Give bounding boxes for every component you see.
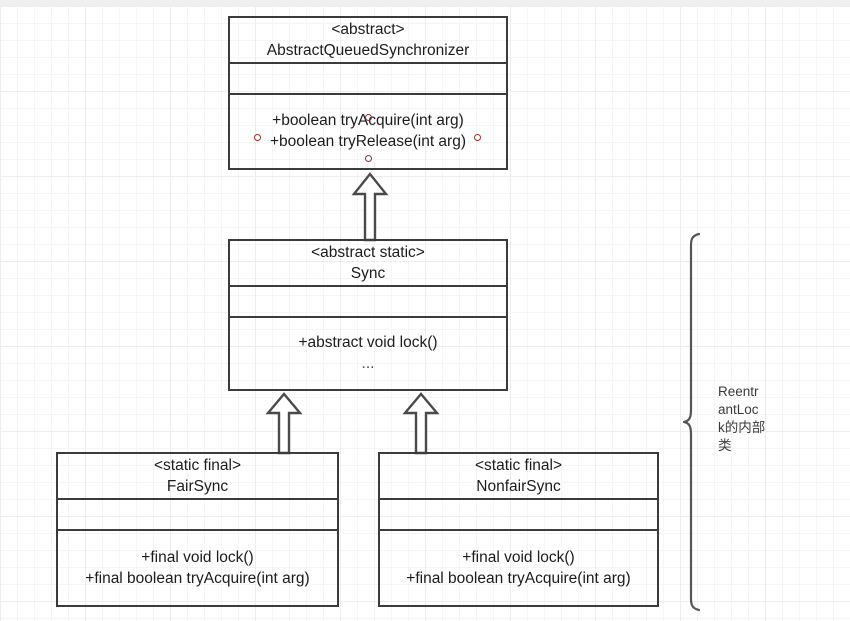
class-attributes-sync (230, 285, 506, 316)
class-operations-nonfairsync: +final void lock() +final boolean tryAcq… (380, 529, 657, 604)
class-header-sync: <abstract static> Sync (230, 241, 506, 285)
operation-row: +boolean tryAcquire(int arg) (272, 112, 464, 129)
generalization-arrow-sync-to-aqs[interactable] (351, 170, 389, 242)
operation-row: +final boolean tryAcquire(int arg) (406, 569, 631, 587)
class-name: AbstractQueuedSynchronizer (266, 42, 470, 59)
class-box-sync[interactable]: <abstract static> Sync +abstract void lo… (228, 239, 508, 391)
class-stereotype: <static final> (474, 457, 563, 474)
generalization-arrow-nonfairsync-to-sync[interactable] (402, 391, 440, 455)
class-stereotype: <abstract static> (311, 244, 425, 261)
operation-row: +final void lock() (141, 548, 254, 566)
selection-dot[interactable] (365, 114, 372, 121)
selection-dot[interactable] (474, 134, 481, 141)
class-box-fairsync[interactable]: <static final> FairSync +final void lock… (56, 452, 339, 607)
class-attributes-fairsync (58, 498, 337, 529)
class-attributes-nonfairsync (380, 498, 657, 529)
class-stereotype: <abstract> (331, 21, 405, 38)
class-stereotype: <static final> (153, 457, 242, 474)
selection-dot[interactable] (254, 134, 261, 141)
class-attributes-abstractqueuedsynchronizer (230, 62, 506, 93)
generalization-arrow-fairsync-to-sync[interactable] (265, 391, 303, 455)
operation-row: +boolean tryRelease(int arg) (269, 133, 466, 150)
class-operations-abstractqueuedsynchronizer: +boolean tryAcquire(int arg) +boolean tr… (230, 93, 506, 167)
selection-dot[interactable] (365, 155, 372, 162)
operation-row: +final boolean tryAcquire(int arg) (85, 569, 310, 587)
operation-row: +abstract void lock() (298, 334, 438, 351)
brace-annotation-label: Reentr antLoc k的内部 类 (718, 384, 766, 453)
grouping-brace[interactable] (682, 232, 708, 612)
class-name: NonfairSync (476, 478, 561, 495)
class-name: Sync (350, 265, 386, 282)
class-header-fairsync: <static final> FairSync (58, 454, 337, 498)
class-box-abstractqueuedsynchronizer[interactable]: <abstract> AbstractQueuedSynchronizer +b… (228, 16, 508, 170)
class-operations-sync: +abstract void lock() ... (230, 316, 506, 388)
operation-row: +final void lock() (462, 548, 575, 566)
class-name: FairSync (166, 478, 229, 495)
class-operations-fairsync: +final void lock() +final boolean tryAcq… (58, 529, 337, 604)
class-box-nonfairsync[interactable]: <static final> NonfairSync +final void l… (378, 452, 659, 607)
operation-row-ellipsis: ... (361, 355, 375, 372)
class-header-nonfairsync: <static final> NonfairSync (380, 454, 657, 498)
canvas-top-strip (0, 0, 850, 6)
class-header-abstractqueuedsynchronizer: <abstract> AbstractQueuedSynchronizer (230, 18, 506, 62)
